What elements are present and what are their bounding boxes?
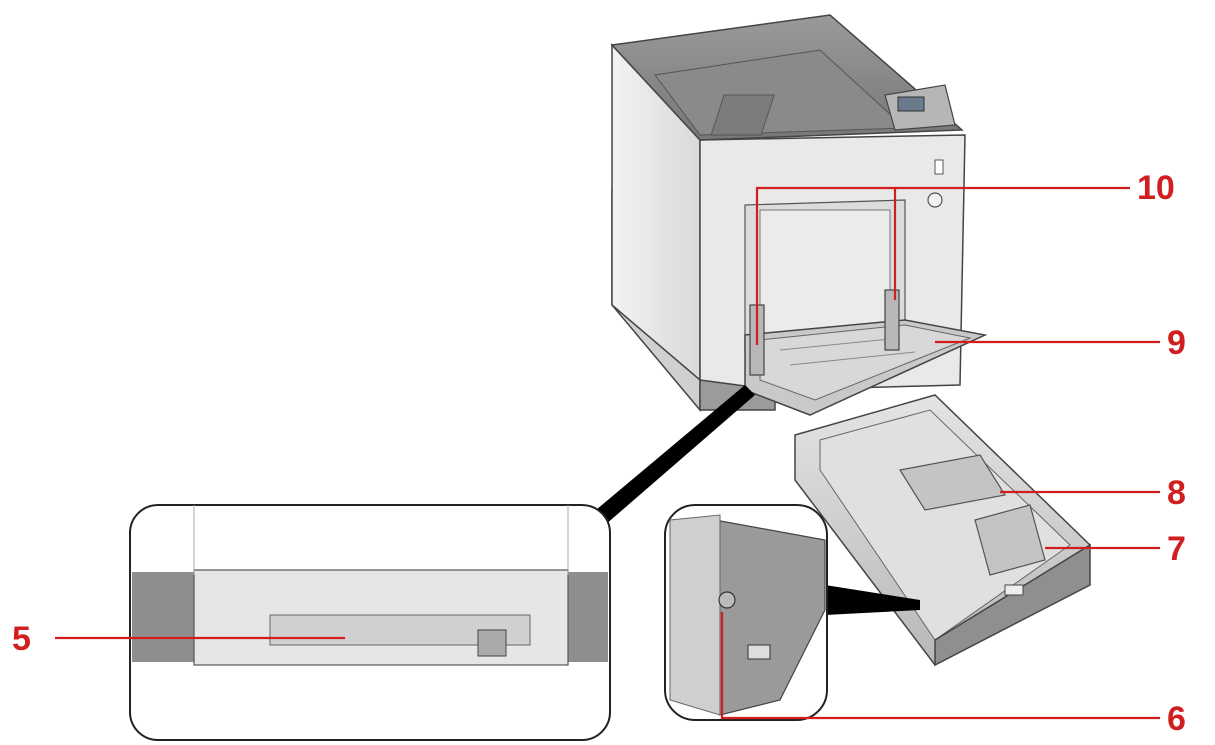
- tray-rib: [789, 351, 916, 366]
- display-screen: [897, 96, 925, 112]
- cassette-handle: [1004, 584, 1024, 596]
- callout-10: 10: [1137, 169, 1175, 207]
- detail-inner-left: [132, 572, 194, 662]
- leader-6: [720, 612, 1160, 720]
- callout-8: 8: [1167, 474, 1186, 512]
- paper-cassette-illustration: [794, 394, 1092, 667]
- detail-inner-right: [568, 572, 608, 662]
- front-cover-inner: [759, 209, 891, 336]
- guide-slot: [747, 644, 771, 660]
- leader-lines: [55, 186, 1160, 720]
- tray-rib: [779, 337, 901, 351]
- callout-5: 5: [12, 620, 31, 658]
- zoom-wedge: [825, 585, 920, 615]
- callout-9: 9: [1167, 324, 1186, 362]
- feed-latch: [477, 629, 507, 657]
- cassette-front: [934, 543, 1091, 667]
- power-button-icon: [927, 192, 943, 208]
- width-guide: [974, 504, 1046, 576]
- guide-lever-icon: [718, 591, 736, 609]
- output-tab: [710, 94, 775, 136]
- leader-10: [755, 186, 1130, 345]
- callout-7: 7: [1167, 530, 1186, 568]
- paper-width-guide-right: [884, 289, 900, 351]
- feed-slot-detail: [129, 385, 755, 741]
- printer-illustration: [610, 14, 988, 416]
- callout-6: 6: [1167, 700, 1186, 738]
- zoom-wedge: [590, 385, 755, 525]
- usb-port-icon: [934, 159, 944, 175]
- callout-labels: 10 9 8 7 6 5: [12, 169, 1186, 738]
- guide-face: [669, 514, 721, 716]
- length-guide: [899, 454, 1006, 511]
- cassette-inner: [819, 409, 1071, 641]
- cassette-guide-detail: [664, 504, 920, 721]
